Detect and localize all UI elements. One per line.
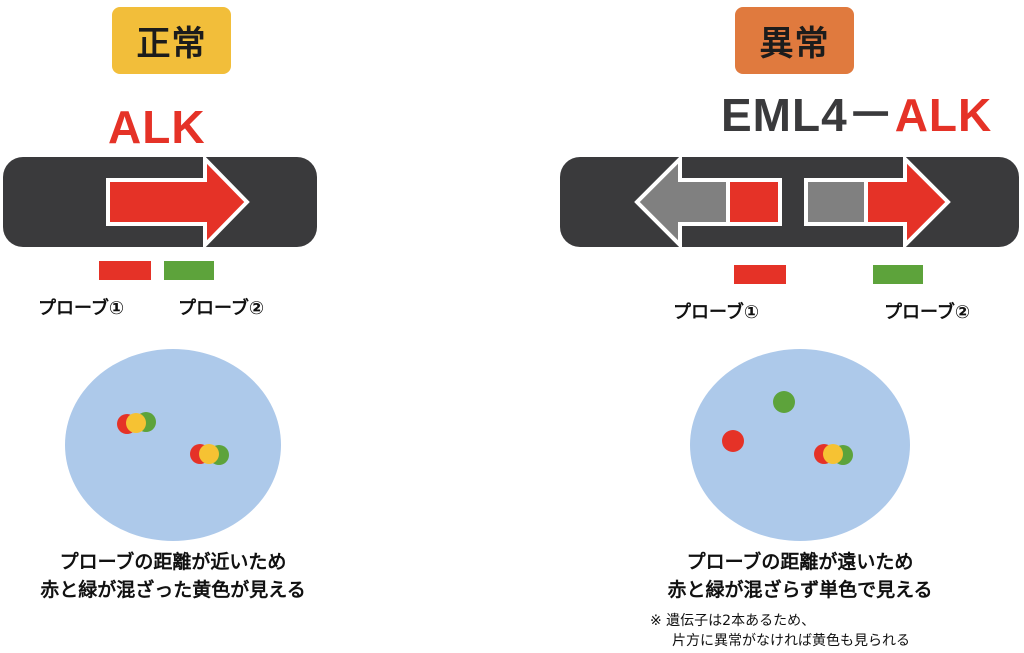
alk-fusion-arrow (864, 154, 951, 250)
abnormal-note: ※ 遺伝子は2本あるため、 片方に異常がなければ黄色も見られる (650, 611, 910, 651)
eml4-label: EML4－ (721, 89, 895, 141)
abnormal-badge: 異常 (735, 7, 854, 74)
alk-label: ALK (894, 89, 993, 141)
eml4-arrow (634, 154, 730, 250)
normal-probe1-swatch (99, 261, 151, 280)
abnormal-caption-line2: 赤と緑が混ざらず単色で見える (667, 579, 933, 601)
normal-probe2-label: プローブ② (178, 298, 265, 319)
abnormal-caption-line1: プローブの距離が遠いため (686, 551, 914, 573)
alk-gray-segment (804, 178, 868, 226)
normal-signal-2-yellow (199, 444, 219, 464)
normal-caption-line1: プローブの距離が近いため (59, 551, 287, 573)
abnormal-probe2-swatch (873, 265, 923, 284)
abnormal-gene-label: EML4－ALK (721, 92, 992, 138)
abnormal-note-line1: ※ 遺伝子は2本あるため、 (650, 613, 816, 629)
normal-cell-nucleus (65, 349, 281, 541)
abnormal-cell-nucleus (690, 349, 910, 541)
normal-caption: プローブの距離が近いため 赤と緑が混ざった黄色が見える (18, 548, 328, 604)
normal-gene-label: ALK (108, 101, 206, 153)
abnormal-probe2-label: プローブ② (884, 302, 971, 323)
abnormal-probe1-label: プローブ① (673, 302, 760, 323)
abnormal-signal-red (722, 430, 744, 452)
eml4-red-segment (726, 178, 782, 226)
abnormal-signal-green (773, 391, 795, 413)
alk-arrow (106, 154, 250, 250)
abnormal-probe1-swatch (734, 265, 786, 284)
abnormal-caption: プローブの距離が遠いため 赤と緑が混ざらず単色で見える (625, 548, 975, 604)
abnormal-note-line2: 片方に異常がなければ黄色も見られる (672, 633, 910, 649)
normal-signal-1-yellow (126, 413, 146, 433)
normal-caption-line2: 赤と緑が混ざった黄色が見える (40, 579, 306, 601)
normal-probe2-swatch (164, 261, 214, 280)
normal-badge: 正常 (112, 7, 231, 74)
normal-probe1-label: プローブ① (38, 298, 125, 319)
abnormal-signal-fused-yellow (823, 444, 843, 464)
